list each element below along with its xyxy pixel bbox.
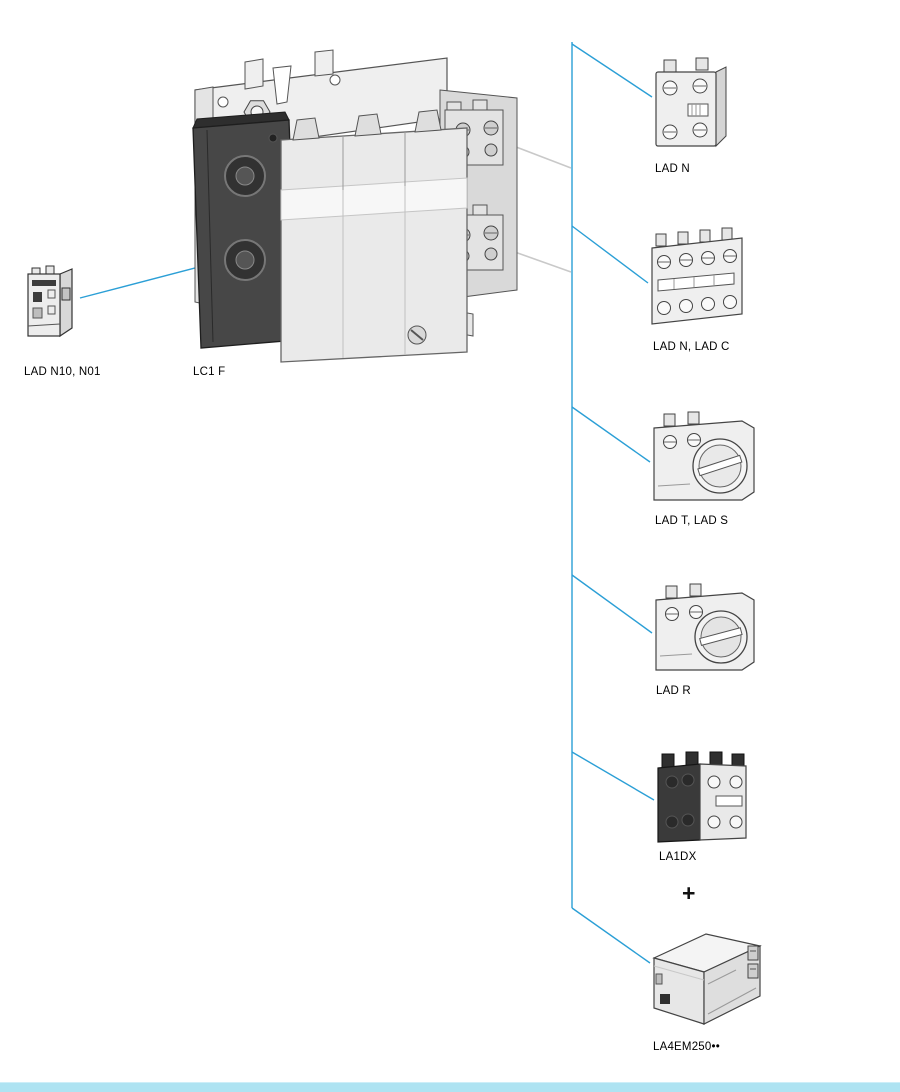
footer-accent-bar [0, 1082, 900, 1092]
plus-symbol: + [682, 880, 696, 906]
label-lad-n-lad-c: LAD N, LAD C [653, 341, 730, 353]
branch-lad-r [571, 574, 653, 634]
label-lad-n10: LAD N10, N01 [24, 366, 101, 378]
branch-lad-n [571, 43, 653, 98]
branch-la4em250 [571, 907, 651, 964]
lad-n-illustration [650, 56, 730, 161]
label-lad-n: LAD N [655, 163, 690, 175]
lad-n-lad-c-illustration [646, 226, 748, 337]
lc1f-contactor-illustration [185, 40, 525, 370]
la4em250-illustration [648, 922, 766, 1039]
label-la1dx: LA1DX [659, 851, 697, 863]
label-lc1f: LC1 F [193, 366, 226, 378]
lad-t-lad-s-illustration [648, 408, 760, 515]
lad-n10-illustration [20, 260, 82, 353]
label-lad-t-lad-s: LAD T, LAD S [655, 515, 729, 527]
branch-lad-n-c [571, 225, 649, 284]
branch-lad-t-s [571, 406, 651, 463]
branch-la1dx [571, 751, 655, 801]
la1dx-illustration [652, 750, 752, 849]
lad-r-illustration [650, 580, 760, 685]
label-lad-r: LAD R [656, 685, 691, 697]
label-la4em250: LA4EM250•• [653, 1041, 720, 1053]
